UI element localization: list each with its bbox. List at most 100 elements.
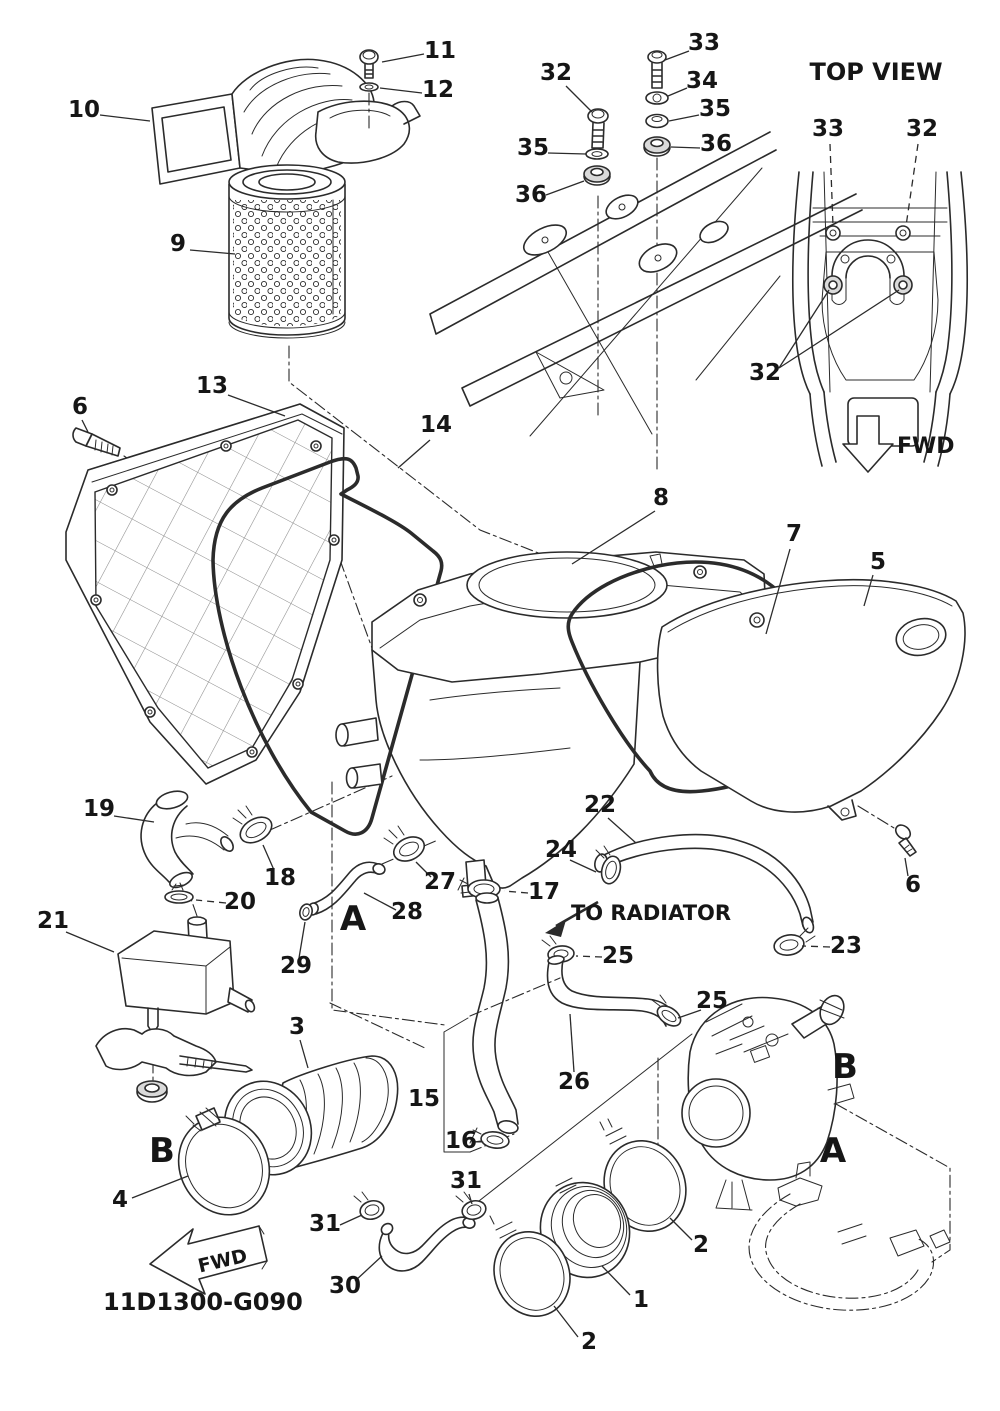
part-4-clamp [177, 1107, 271, 1216]
callout-33: 33 [812, 116, 844, 142]
callout-28: 28 [391, 899, 423, 925]
part-16-clamp [469, 1127, 510, 1149]
frame-rails [429, 131, 863, 437]
leader-line-33 [829, 143, 834, 227]
airbox-nipples [335, 717, 383, 789]
leader-line-9 [189, 249, 236, 255]
leader-line-6 [904, 857, 909, 877]
part-6-screw-rear [857, 805, 917, 857]
leader-line-4 [131, 1175, 189, 1199]
callout-12: 12 [422, 77, 454, 103]
callout-18: 18 [264, 865, 296, 891]
callout-2: 2 [693, 1232, 709, 1258]
callout-17: 17 [528, 879, 560, 905]
leader-line-19 [113, 815, 155, 823]
leader-line-7 [765, 548, 791, 635]
part-11-bolt [359, 49, 379, 79]
fwd-arrow-top [842, 415, 894, 473]
top-view-title: TOP VIEW [809, 58, 942, 86]
leader-line-20 [195, 899, 227, 904]
fastener-stack-left [583, 108, 611, 186]
callout-25: 25 [696, 988, 728, 1014]
callout-34: 34 [686, 68, 718, 94]
leader-line-2 [669, 1217, 693, 1241]
callout-3: 3 [289, 1014, 305, 1040]
leader-line-31 [468, 1193, 473, 1205]
callout-5: 5 [870, 549, 886, 575]
leader-line-14 [397, 439, 431, 469]
callout-36: 36 [700, 131, 732, 157]
part-22-radiator-hose [594, 833, 815, 934]
leader-line-11 [381, 53, 425, 63]
top-view-horseshoe [831, 239, 905, 305]
leader-line-22 [607, 817, 637, 844]
leader-line-13 [227, 394, 286, 417]
part-24-clamp [595, 845, 622, 885]
part-31-clamp-lower [353, 1191, 385, 1221]
leader-line-29 [298, 921, 306, 959]
callout-29: 29 [280, 953, 312, 979]
to-radiator-label: TO RADIATOR [571, 901, 731, 925]
to-radiator-arrow [545, 900, 599, 937]
part-18-clamp [232, 805, 273, 844]
leader-line-23 [801, 945, 831, 948]
leader-line-8 [571, 510, 656, 565]
part-9-air-filter-element [228, 164, 346, 339]
callout-8: 8 [653, 485, 669, 511]
part-2-clamp-front [489, 1215, 571, 1318]
callout-24: 24 [545, 837, 577, 863]
callout-9: 9 [170, 231, 186, 257]
callout-32: 32 [540, 60, 572, 86]
part-15-drain-hose [472, 892, 519, 1134]
leader-line-25 [575, 955, 603, 958]
leader-line-16 [473, 1140, 483, 1143]
callout-32: 32 [749, 360, 781, 386]
fwd-arrow-bottom [149, 1225, 268, 1295]
callout-21: 21 [37, 908, 69, 934]
callout-11: 11 [424, 38, 456, 64]
callout-10: 10 [68, 97, 100, 123]
part-25-clamp-lower [651, 994, 682, 1027]
leader-line-36 [545, 180, 585, 196]
part-29-oring [299, 903, 313, 921]
part-23-clamp [773, 927, 816, 956]
part-30-hose [378, 1216, 476, 1272]
part-27-clamp [383, 825, 426, 862]
callout-36: 36 [515, 182, 547, 208]
callout-33: 33 [688, 30, 720, 56]
part-3-intake-joint [223, 1055, 399, 1177]
part-b-throttle-body [681, 994, 855, 1211]
section-letter-B: B [149, 1131, 175, 1171]
leader-line-2 [553, 1305, 579, 1338]
callout-31: 31 [309, 1211, 341, 1237]
callout-6: 6 [72, 394, 88, 420]
tank-bracket [95, 1028, 253, 1103]
leader-line-31 [339, 1214, 363, 1226]
leader-line-35 [668, 114, 700, 122]
leader-line-34 [667, 87, 688, 97]
leader-line-27 [415, 861, 432, 878]
leader-line-24 [569, 859, 597, 873]
part-19-breather-hose [140, 790, 234, 889]
part-12-washer [359, 82, 379, 129]
leader-line-32 [778, 289, 900, 369]
callout-4: 4 [112, 1187, 128, 1213]
hose-assembly-a [748, 1161, 951, 1311]
part-5-side-cover [656, 578, 966, 821]
callout-6: 6 [905, 872, 921, 898]
callout-26: 26 [558, 1069, 590, 1095]
callout-35: 35 [699, 96, 731, 122]
callout-14: 14 [420, 412, 452, 438]
leader-line-21 [65, 931, 115, 953]
callout-16: 16 [445, 1128, 477, 1154]
leader-line-26 [569, 1013, 575, 1073]
leader-line-32 [778, 289, 830, 369]
diagram-code: 11D1300-G090 [103, 1288, 303, 1316]
leader-line-5 [863, 574, 874, 607]
leader-line-32 [565, 85, 593, 113]
leader-line-35 [547, 152, 587, 155]
part-26-hose [546, 955, 677, 1027]
part-21-reservoir-tank [117, 916, 256, 1035]
leader-line-36 [670, 146, 701, 149]
